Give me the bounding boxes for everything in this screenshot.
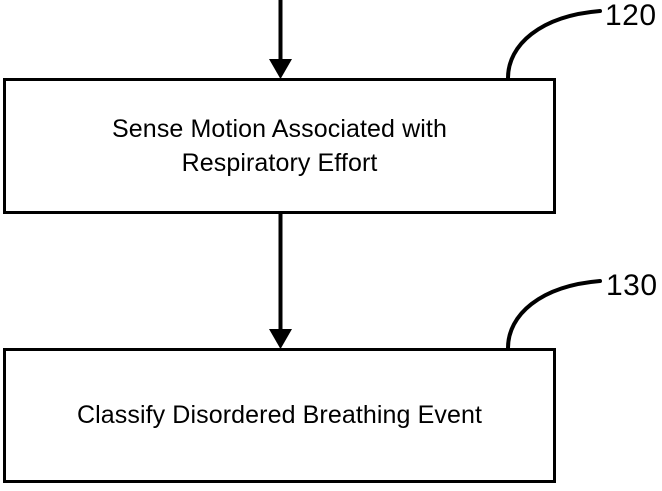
reference-numeral-130: 130: [606, 269, 658, 302]
process-box-sense-motion: Sense Motion Associated with Respiratory…: [3, 78, 556, 214]
reference-numeral-120: 120: [605, 0, 657, 32]
leader-line-120: [506, 9, 602, 80]
process-box-classify-event: Classify Disordered Breathing Event: [3, 348, 556, 483]
process-box-label: Sense Motion Associated with Respiratory…: [112, 114, 447, 178]
process-box-label: Classify Disordered Breathing Event: [76, 401, 483, 430]
arrow-120-to-130: [269, 214, 292, 349]
inbound-arrow: [269, 0, 292, 79]
leader-line-130: [506, 279, 602, 350]
